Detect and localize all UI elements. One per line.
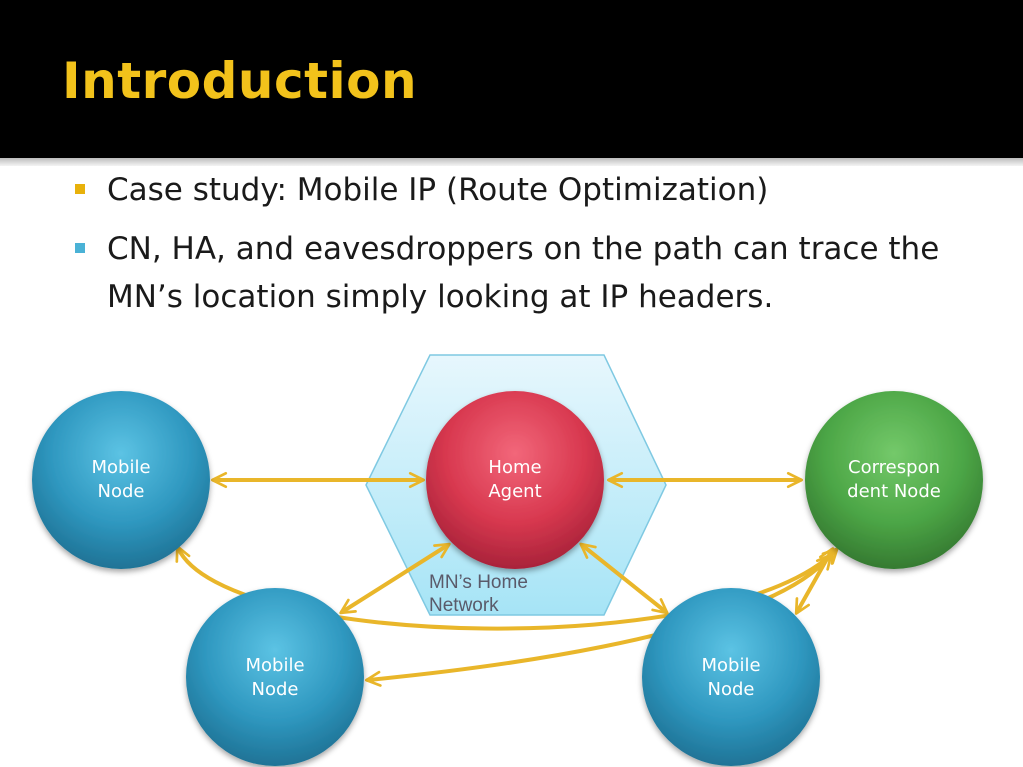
node-mobile-node-bottom-left — [186, 588, 364, 766]
node-mobile-node-top — [32, 391, 210, 569]
mn-top-label-line1: Mobile — [91, 457, 150, 478]
mn-bottom-right-label-line2: Node — [708, 679, 755, 700]
bullet-1-text: Case study: Mobile IP (Route Optimizatio… — [107, 172, 769, 208]
mn-bottom-right-label-line1: Mobile — [701, 655, 760, 676]
home-agent-label-line2: Agent — [488, 481, 541, 502]
correspondent-label-line1: Correspon — [848, 457, 940, 478]
correspondent-label-line2: dent Node — [847, 481, 941, 502]
node-mobile-node-bottom-right — [642, 588, 820, 766]
home-network-label-line2: Network — [429, 595, 499, 616]
home-network-label-line1: MN’s Home — [429, 572, 528, 593]
title-bar — [0, 0, 1023, 158]
node-home-agent — [426, 391, 604, 569]
home-agent-label-line1: Home — [488, 457, 541, 478]
bullet-square-icon — [75, 243, 85, 253]
arrow-cn-mn-left — [364, 553, 833, 687]
mn-bottom-left-label-line1: Mobile — [245, 655, 304, 676]
arrow-group — [175, 471, 839, 687]
mn-top-label-line2: Node — [98, 481, 145, 502]
bullet-2-text: CN, HA, and eavesdroppers on the path ca… — [107, 231, 940, 315]
slide-title: Introduction — [62, 52, 418, 110]
bullet-square-icon — [75, 184, 85, 194]
node-correspondent — [805, 391, 983, 569]
mn-bottom-left-label-line2: Node — [252, 679, 299, 700]
title-divider — [0, 158, 1023, 166]
